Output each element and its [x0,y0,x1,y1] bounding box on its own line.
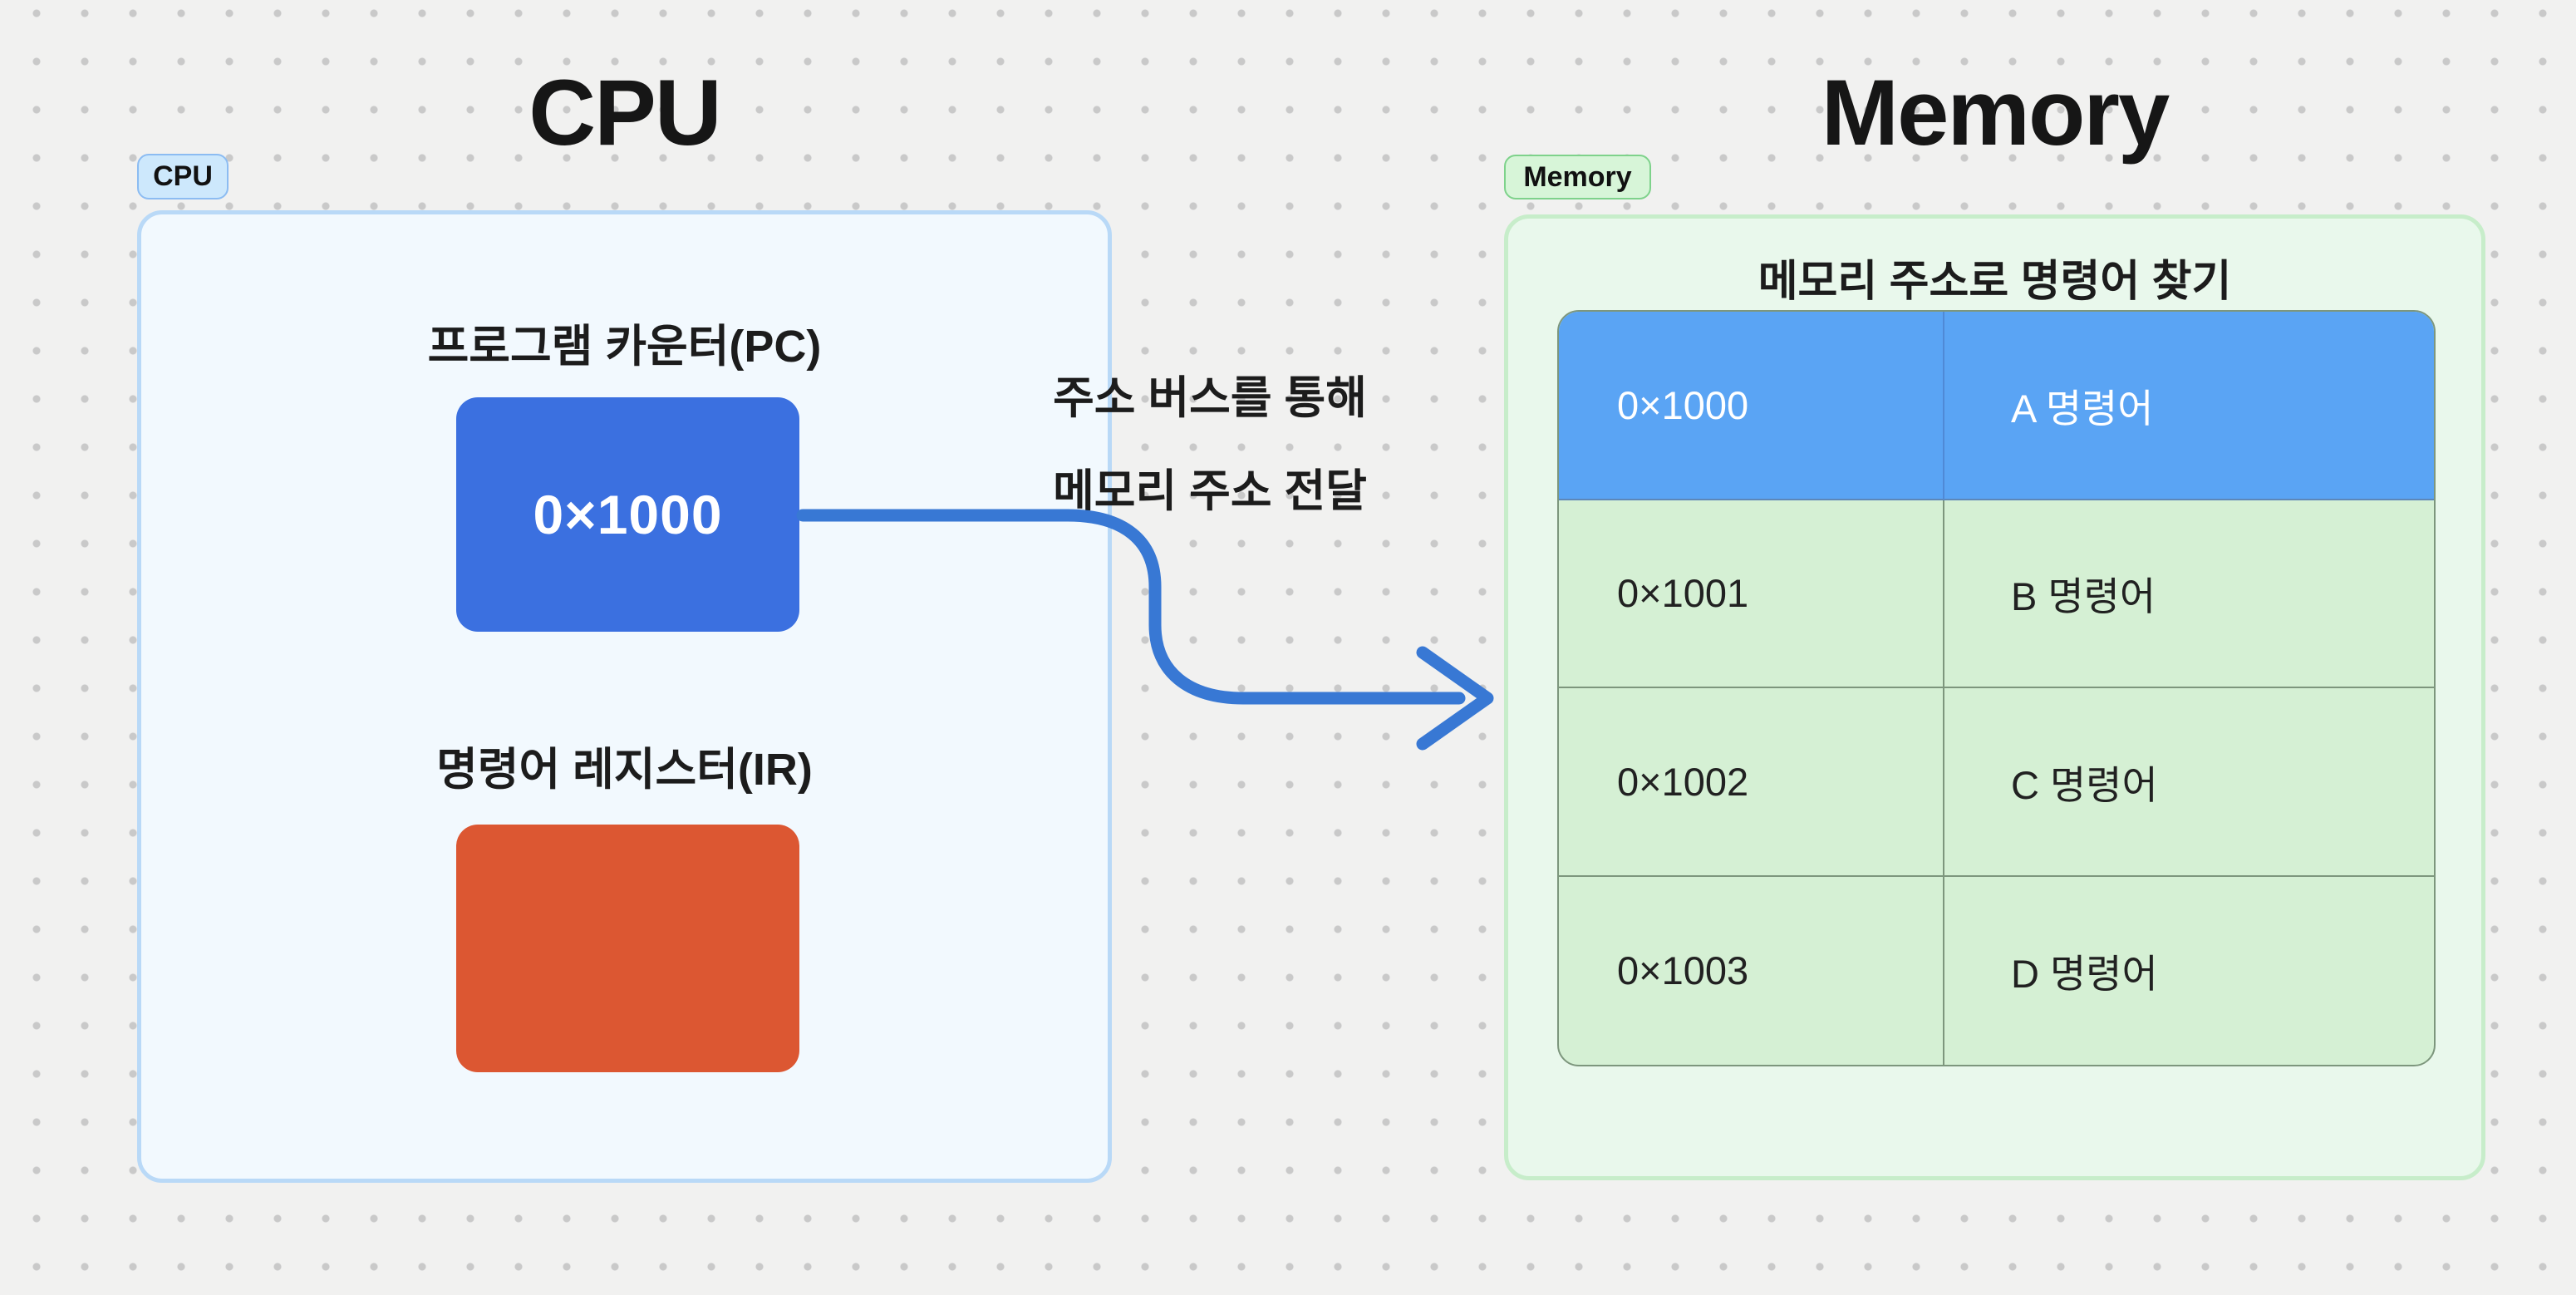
memory-section-title: Memory [1821,61,2170,165]
table-cell-instruction-1: B 명령어 [1944,500,2434,688]
address-bus-caption: 주소 버스를 통해 메모리 주소 전달 [961,352,1459,538]
cpu-badge-label: CPU [153,160,213,192]
program-counter-value: 0×1000 [533,484,723,545]
memory-table: 0×1000 A 명령어 0×1001 B 명령어 0×1002 C 명령어 0… [1557,310,2436,1066]
table-cell-instruction-3: D 명령어 [2011,952,2158,997]
memory-badge: Memory [1504,155,1651,199]
cpu-badge: CPU [137,154,229,199]
address-bus-caption-line2: 메모리 주소 전달 [1053,466,1367,516]
table-cell-instruction-2: C 명령어 [1944,688,2434,877]
table-cell-address-2: 0×1002 [1559,688,1944,877]
program-counter-label: 프로그램 카운터(PC) [427,322,822,372]
cpu-section-title: CPU [528,61,721,165]
table-cell-instruction-0: A 명령어 [1944,312,2434,500]
table-cell-address-0: 0×1000 [1559,312,1944,500]
table-cell-address-3: 0×1003 [1559,876,1944,1065]
memory-table-title: 메모리 주소로 명령어 찾기 [1757,258,2232,306]
program-counter-box: 0×1000 [456,397,799,632]
address-bus-caption-line1: 주소 버스를 통해 [1053,373,1367,423]
instruction-register-label: 명령어 레지스터(IR) [436,745,813,795]
instruction-register-box [456,825,799,1072]
memory-badge-label: Memory [1523,160,1632,193]
table-cell-address-1: 0×1001 [1559,500,1944,688]
address-bus-arrowhead-icon [1416,646,1494,751]
